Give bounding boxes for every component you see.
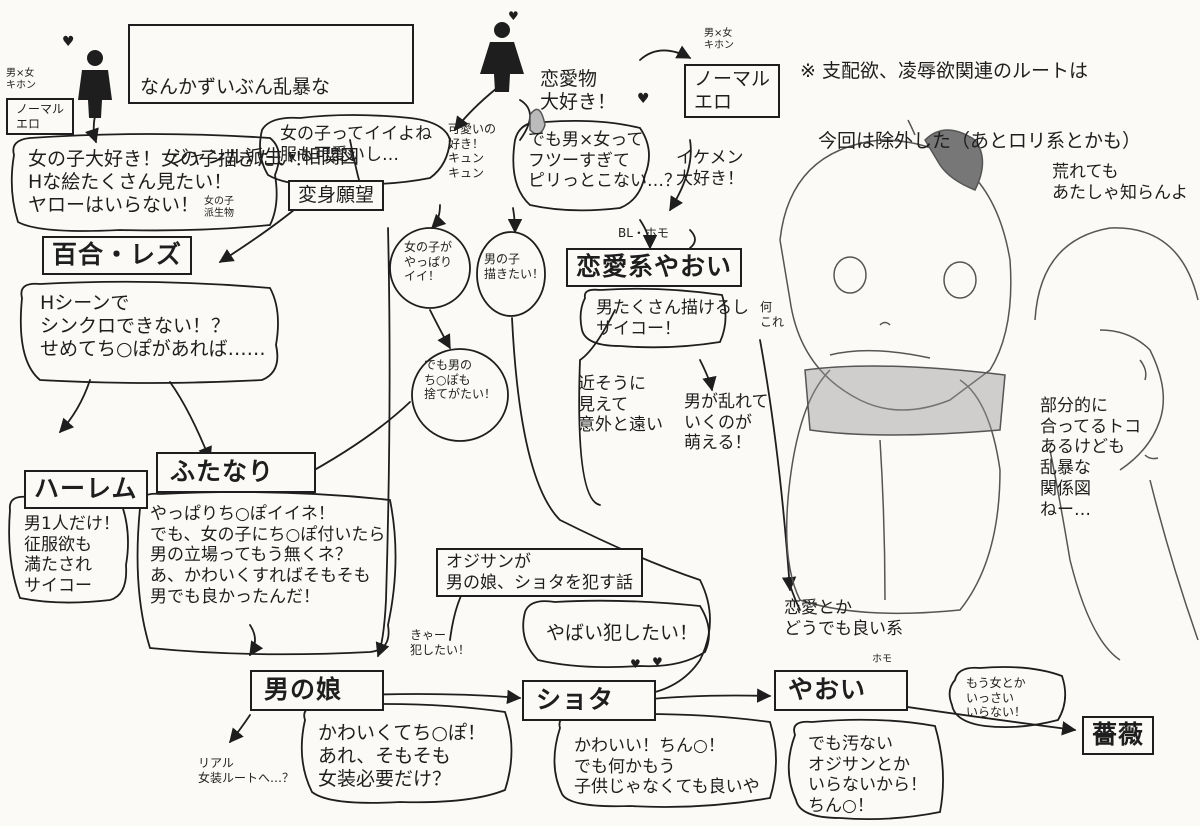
side-girl-sketch: [1034, 227, 1199, 661]
shota-label-box: ショタ: [522, 680, 657, 721]
bara-comment-bubble: [948, 666, 1067, 729]
heart-icon: ♥: [62, 34, 75, 50]
heart-icon: ♥: [652, 655, 663, 669]
shota-comment: かわいい！ちん○！ でも何かもう 子供じゃなくても良いや: [574, 736, 760, 798]
female-normal-ero-box: ノーマル エロ: [684, 64, 781, 119]
nanikore-text: 何 これ: [760, 300, 785, 329]
bl-comment-bubble: [579, 287, 727, 349]
otokonoko-comment: かわいくてち○ぽ！ あれ、そもそも 女装必要だけ？: [318, 722, 487, 791]
bl-comment3: 男が乱れて いくのが 萌える！: [684, 392, 769, 454]
kawaii-text: 可愛いの 好き！ キュン キュン: [448, 122, 497, 180]
girl-ok-text: 女の子が やっぱり イイ！: [404, 240, 453, 284]
bara-label-box: 薔薇: [1082, 716, 1155, 755]
female-reader-comment: でも男×女って フツーすぎて ピリっとこない…？: [528, 130, 681, 192]
exclusion-note-line2: 今回は除外した（あとロリ系とかも）: [818, 129, 1142, 152]
chart-title-box: なんかずいぶん乱暴な ジャンル派生・相関図: [128, 24, 414, 168]
arete-text: 荒れても あたしゃ知らんよ: [1052, 162, 1188, 203]
girl-ok-circle: [389, 227, 471, 309]
heart-icon: ♥: [630, 657, 641, 671]
girl-with-ribbon-sketch: [529, 108, 1012, 615]
yaoi-homo-tag: ホモ: [872, 654, 892, 665]
otokonoko-label-box: 男の娘: [250, 670, 385, 711]
female-person-icon: [480, 22, 524, 92]
chinpo-circle: [411, 348, 509, 442]
yaoi-comment-bubble: [787, 718, 944, 821]
exclusion-note: ※ 支配欲、凌辱欲関連のルートは 今回は除外した（あとロリ系とかも）: [800, 14, 1141, 199]
ojisan-label-box: オジサンが 男の娘、ショタを犯す話: [436, 548, 643, 598]
bara-comment: もう女とか いっさい いらない！: [966, 676, 1027, 720]
male-reader-comment: 女の子大好き！女の子描きたい！ Hな絵たくさん見たい！ ヤローはいらない！: [28, 148, 314, 217]
yabai-bubble: [522, 599, 710, 669]
futanari-label-box: ふたなり: [156, 452, 317, 493]
ikemen-text: イケメン 大好き！: [676, 148, 744, 189]
draw-boys-text: 男の子 描きたい！: [484, 252, 545, 281]
harem-comment: 男1人だけ！ 征服欲も 満たされ サイコー: [24, 514, 120, 597]
yaoi-label-box: やおい: [774, 670, 909, 711]
chart-title-line2: ジャンル派生・相関図: [170, 145, 360, 168]
bl-comment2: 近そうに 見えて 意外と遠い: [578, 374, 663, 436]
male-comment-bubble: [10, 133, 280, 232]
bubun-text: 部分的に 合ってるトコ あるけども 乱暴な 関係図 ねー…: [1040, 396, 1142, 520]
yuri-label-box: 百合・レズ: [42, 236, 193, 275]
henshin-comment: 女の子ってイイよね 服も可愛いし…: [280, 124, 433, 165]
male-person-icon: [78, 50, 112, 118]
chart-title-line1: なんかずいぶん乱暴な: [140, 76, 331, 99]
exclusion-note-line1: ※ 支配欲、凌辱欲関連のルートは: [800, 60, 1088, 83]
yabai-text: やばい犯したい！: [546, 622, 699, 644]
harem-label-box: ハーレム: [24, 470, 148, 509]
love-story-text: 恋愛物 大好き！: [540, 68, 617, 114]
yuri-comment-bubble: [19, 280, 279, 384]
futanari-comment: やっぱりち○ぽイイネ！ でも、女の子にち○ぽ付いたら 男の立場ってもう無くネ？ …: [150, 504, 386, 607]
male-reader-tag: 男×女 キホン: [6, 68, 36, 92]
real-josou-text: リアル 女装ルートへ…？: [198, 756, 295, 785]
bl-label-box: 恋愛系やおい: [566, 248, 743, 287]
yuri-comment: Hシーンで シンクロできない！？ せめてち○ぽがあれば……: [40, 292, 266, 361]
heart-icon: ♥: [637, 91, 650, 107]
chinpo-text: でも男の ち○ぽも 捨てがたい！: [424, 358, 497, 402]
kya-text: きゃー 犯したい！: [410, 628, 471, 657]
henshin-label-box: 変身願望: [288, 180, 385, 212]
female-reader-tag: 男×女 キホン: [704, 28, 734, 52]
yuri-tag: 女の子 派生物: [204, 196, 234, 220]
yaoi-comment: でも汚ない オジサンとか いらないから！ ちん○！: [808, 734, 927, 817]
bl-comment1: 男たくさん描けるし サイコー！: [596, 298, 749, 339]
bl-tag: BL・ホモ: [618, 226, 669, 240]
henshin-bubble: [259, 114, 451, 186]
yaoi-love-note: 恋愛とか どうでも良い系: [784, 598, 903, 639]
male-normal-ero-box: ノーマル エロ: [6, 98, 75, 136]
heart-icon: ♥: [508, 9, 519, 23]
